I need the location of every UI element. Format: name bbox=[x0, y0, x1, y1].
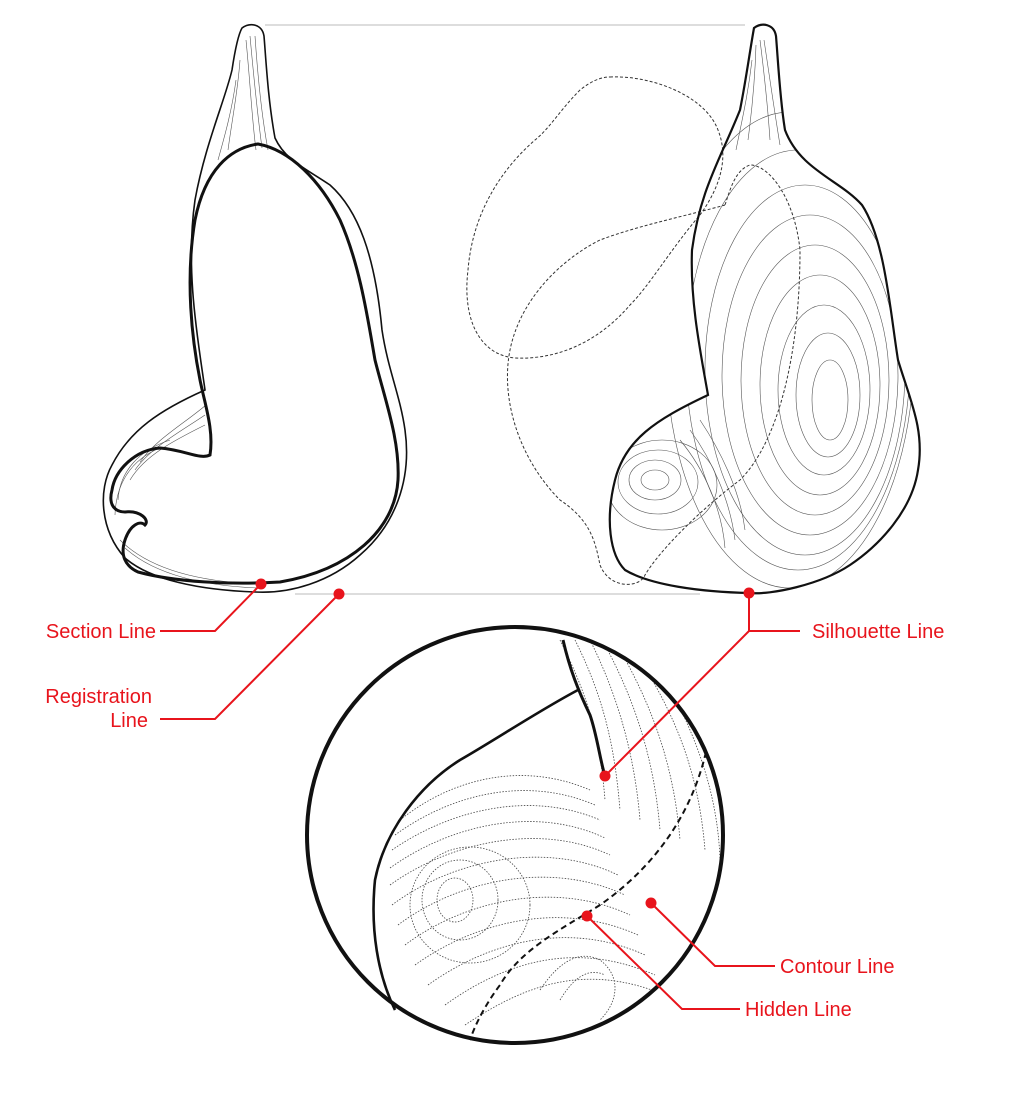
magnified-outline bbox=[372, 688, 579, 1011]
registration-line-marker bbox=[333, 588, 345, 600]
annotations bbox=[160, 583, 800, 1010]
contour-line-marker bbox=[645, 897, 657, 909]
magnifier-rim bbox=[305, 625, 725, 1045]
left-section-line bbox=[109, 142, 400, 585]
left-outer-outline bbox=[102, 23, 408, 593]
hidden-line-label: Hidden Line bbox=[745, 999, 852, 1021]
section-line-leader bbox=[160, 583, 262, 632]
silhouette-line-leader bbox=[748, 593, 800, 632]
silhouette-line-label: Silhouette Line bbox=[812, 621, 944, 643]
hidden-curve-upper bbox=[466, 76, 724, 359]
annotation-labels: Section Line Registration Line Silhouett… bbox=[45, 621, 944, 1021]
left-section-shape bbox=[102, 23, 408, 593]
silhouette-detail-marker bbox=[599, 770, 611, 782]
contour-line-leader bbox=[650, 902, 775, 967]
hidden-line-marker bbox=[581, 910, 593, 922]
registration-label-line-1: Registration bbox=[45, 686, 152, 708]
magnified-contours bbox=[389, 639, 723, 1026]
hidden-profile-curves bbox=[466, 76, 801, 585]
silhouette-detail-leader bbox=[604, 630, 750, 777]
contour-line-label: Contour Line bbox=[780, 956, 895, 978]
hidden-line-leader bbox=[586, 915, 740, 1010]
right-contour-shape bbox=[608, 23, 921, 595]
registration-lines bbox=[265, 24, 745, 595]
section-line-label: Section Line bbox=[46, 621, 156, 643]
silhouette-line-marker bbox=[743, 587, 755, 599]
right-contour-lines bbox=[609, 39, 915, 589]
hidden-curve-lower bbox=[507, 164, 801, 585]
detail-magnifier bbox=[305, 625, 725, 1045]
annotation-dots bbox=[255, 578, 755, 922]
right-silhouette-outline bbox=[608, 23, 921, 595]
registration-line-leader bbox=[160, 593, 340, 720]
section-line-marker bbox=[255, 578, 267, 590]
magnified-hidden-line bbox=[469, 751, 707, 1041]
magnified-silhouette bbox=[561, 639, 607, 777]
registration-label-line-2: Line bbox=[110, 710, 148, 732]
